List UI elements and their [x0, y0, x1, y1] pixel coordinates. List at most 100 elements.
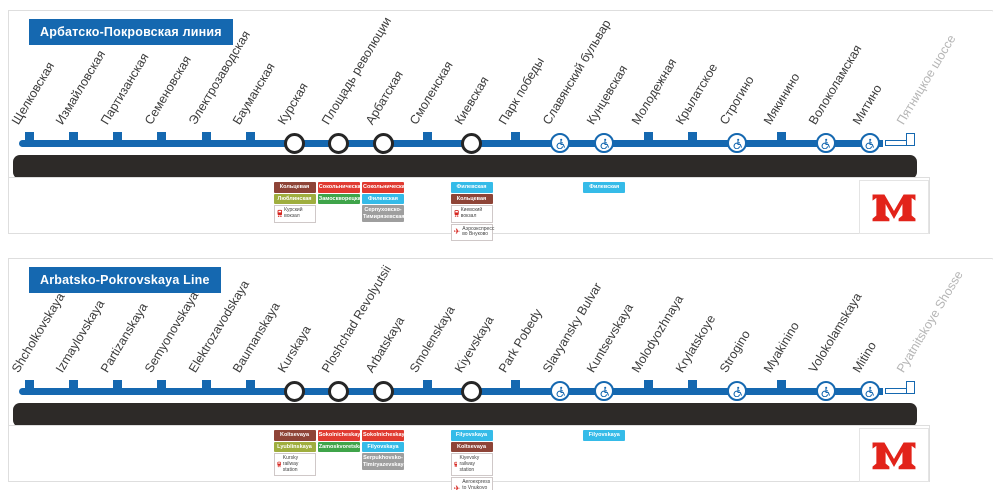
line-title: Arbatsko-Pokrovskaya Line	[29, 267, 221, 293]
route-bar	[13, 155, 917, 178]
panel-diagonal-edge	[915, 11, 993, 178]
line-badge: Филевская	[450, 182, 493, 193]
metro-line	[19, 388, 883, 395]
accessible-station-marker	[815, 381, 836, 401]
line-badge: Замоскворецкая	[317, 193, 364, 205]
accessible-station-marker	[594, 381, 615, 401]
line-badge: Филевская	[362, 193, 404, 205]
metro-m-logo-icon	[872, 193, 916, 221]
line-badge: Сокольническая	[362, 182, 408, 193]
line-badge: Кольцевая	[273, 182, 316, 193]
legend-group: Filyovskaya	[583, 430, 626, 442]
transfer-station-marker	[284, 133, 305, 154]
transfer-station-marker	[461, 381, 482, 402]
station-label: Park Pobedy	[495, 306, 545, 375]
wheelchair-icon	[600, 386, 609, 397]
info-note-text: Aeroexpress to Vnukovo airport	[462, 479, 491, 490]
line-title: Арбатско-Покровская линия	[29, 19, 233, 45]
line-badge: Сокольническая	[317, 182, 364, 193]
info-note: Kursky railway station	[273, 453, 316, 477]
station-label: Mitino	[849, 339, 879, 375]
station-label: Киевская	[451, 73, 492, 127]
terminus-cap	[906, 133, 915, 146]
station-tick-marker	[644, 380, 653, 389]
station-label: Смоленская	[407, 58, 456, 127]
metro-m-logo-icon	[872, 441, 916, 469]
station-tick-marker	[157, 132, 167, 141]
station-label: Kiyevskaya	[451, 313, 497, 375]
station-label: Кунцевская	[584, 62, 631, 127]
transfer-station-marker	[461, 133, 482, 154]
legend-group: Филевская	[583, 182, 626, 194]
info-note-text: Курский вокзал	[284, 207, 303, 219]
station-label: Partizanskaya	[97, 300, 150, 375]
station-tick-marker	[776, 132, 786, 141]
station-label: Baumanskaya	[230, 299, 284, 375]
wheelchair-icon	[733, 386, 742, 397]
plane-icon: ✈	[453, 227, 461, 237]
station-label: Парк победы	[495, 55, 547, 127]
line-badge: Серпуховско-Тимирязевская	[362, 205, 405, 223]
transfer-station-marker	[284, 381, 305, 402]
accessible-station-marker	[859, 133, 880, 153]
station-tick-marker	[68, 132, 78, 141]
station-label: Kuntsevskaya	[584, 301, 637, 375]
station-tick-marker	[422, 132, 432, 141]
station-label: Krylatskoye	[672, 312, 719, 375]
wheelchair-icon	[556, 386, 565, 397]
info-note: Киевский вокзал	[450, 205, 493, 223]
wheelchair-icon	[556, 138, 565, 149]
accessible-station-marker	[594, 133, 615, 153]
metro-logo	[859, 180, 929, 234]
station-label: Arbatskaya	[362, 314, 408, 375]
station-label: Бауманская	[230, 60, 278, 127]
transfer-station-marker	[328, 133, 350, 154]
line-badge: Филевская	[583, 182, 626, 193]
station-label: Пятницкое шоссе	[893, 32, 959, 127]
info-note: Курский вокзал	[273, 205, 316, 223]
metro-line	[19, 140, 883, 147]
wheelchair-icon	[733, 138, 742, 149]
station-label: Kurskaya	[274, 323, 314, 375]
wheelchair-icon	[821, 138, 830, 149]
line-badge: Люблинская	[273, 193, 316, 205]
accessible-station-marker	[727, 381, 747, 401]
station-label: Арбатская	[362, 68, 406, 127]
train-icon	[453, 462, 458, 468]
line-badge: Lyublinskaya	[273, 441, 316, 453]
station-tick-marker	[511, 132, 521, 141]
info-note: ✈Аэроэкспресс во Внуково	[450, 223, 495, 242]
transfer-station-marker	[372, 381, 394, 402]
wheelchair-icon	[600, 138, 609, 149]
transfer-station-marker	[328, 381, 350, 402]
station-tick-marker	[688, 132, 698, 141]
info-note: ✈Aeroexpress to Vnukovo airport	[450, 477, 493, 490]
station-tick-marker	[113, 132, 122, 141]
station-label: Курская	[274, 80, 311, 127]
accessible-station-marker	[550, 381, 570, 401]
transfer-station-marker	[372, 133, 394, 154]
train-icon	[454, 210, 459, 218]
station-tick-marker	[201, 132, 211, 141]
station-tick-marker	[24, 380, 34, 389]
station-tick-marker	[776, 380, 786, 389]
station-tick-marker	[245, 132, 255, 141]
info-note-text: Аэроэкспресс во Внуково	[462, 225, 495, 238]
accessible-station-marker	[815, 133, 836, 153]
station-tick-marker	[24, 132, 34, 141]
wheelchair-icon	[865, 138, 875, 149]
line-badge: Serpukhovsko-Timiryazevskaya	[362, 453, 407, 471]
station-label: Щелковская	[8, 59, 58, 127]
station-tick-marker	[644, 132, 653, 141]
station-tick-marker	[422, 380, 432, 389]
station-tick-marker	[68, 380, 78, 389]
